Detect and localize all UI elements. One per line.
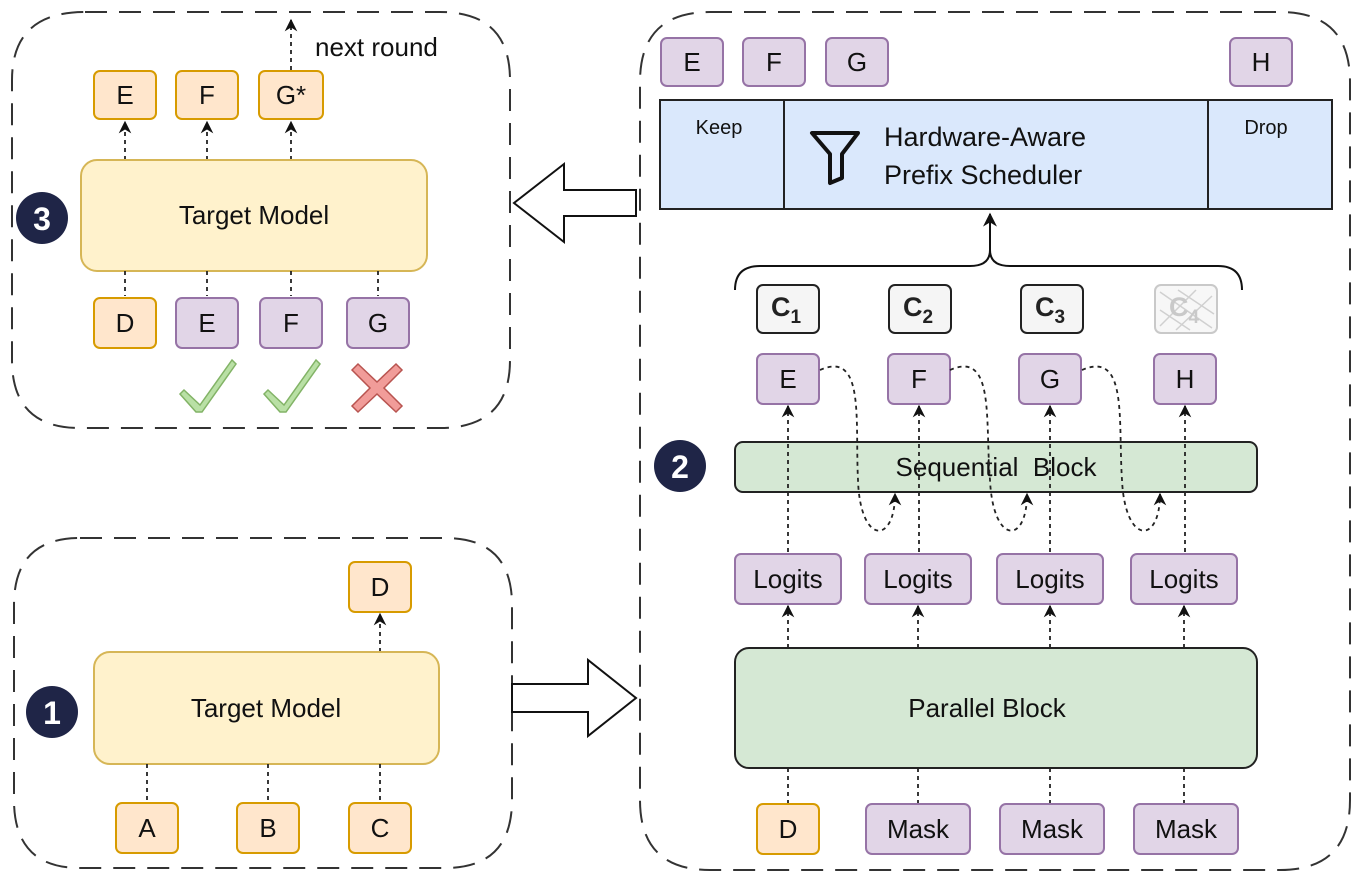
- svg-text:C2: C2: [903, 292, 933, 328]
- seq-token-e: E: [756, 353, 820, 405]
- parallel-input-mask-3: Mask: [1133, 803, 1239, 855]
- step3-badge: 3: [16, 192, 68, 244]
- check-icon: [262, 358, 321, 413]
- arrow-step2-to-step3: [512, 161, 637, 245]
- svg-text:G: G: [847, 47, 867, 77]
- candidate-c1: C1: [756, 284, 820, 334]
- svg-text:E: E: [779, 364, 796, 394]
- svg-text:E: E: [116, 80, 133, 110]
- seq-token-g: G: [1018, 353, 1082, 405]
- step2-badge: 2: [654, 440, 706, 492]
- panel-step-2: E F G H Keep Drop Hardware-Aware Prefix …: [639, 11, 1351, 871]
- svg-text:C4: C4: [1169, 292, 1200, 328]
- parallel-input-mask-1: Mask: [865, 803, 971, 855]
- panel-step-1: D Target Model A B C 1: [13, 537, 513, 869]
- parallel-block: Parallel Block: [734, 647, 1258, 769]
- svg-text:1: 1: [43, 695, 61, 731]
- svg-text:E: E: [683, 47, 700, 77]
- svg-text:F: F: [911, 364, 927, 394]
- logits-3: Logits: [996, 553, 1104, 605]
- check-icon: [178, 358, 237, 413]
- prefix-scheduler: Keep Drop Hardware-Aware Prefix Schedule…: [659, 99, 1333, 210]
- svg-text:2: 2: [671, 449, 689, 485]
- logits-4: Logits: [1130, 553, 1238, 605]
- svg-text:D: D: [371, 572, 390, 602]
- svg-text:Logits: Logits: [883, 564, 952, 594]
- svg-text:G: G: [1040, 364, 1060, 394]
- logits-2: Logits: [864, 553, 972, 605]
- svg-text:Logits: Logits: [753, 564, 822, 594]
- step3-input-f: F: [259, 297, 323, 349]
- arrow-step1-to-step2: [511, 657, 638, 739]
- sequential-block: Sequential Block: [734, 441, 1258, 493]
- svg-text:F: F: [199, 80, 215, 110]
- next-round-label: next round: [315, 32, 438, 62]
- svg-text:Logits: Logits: [1015, 564, 1084, 594]
- svg-text:G: G: [368, 308, 388, 338]
- scheduler-title-line2: Prefix Scheduler: [884, 160, 1082, 190]
- svg-text:A: A: [138, 813, 156, 843]
- dropped-token-h: H: [1229, 37, 1293, 87]
- step1-badge: 1: [26, 686, 78, 738]
- step3-output-g-star: G*: [258, 70, 324, 120]
- svg-text:D: D: [116, 308, 135, 338]
- step3-input-e: E: [175, 297, 239, 349]
- svg-text:Mask: Mask: [1155, 814, 1218, 844]
- step3-output-f: F: [175, 70, 239, 120]
- candidate-c4-dropped: C4: [1154, 284, 1218, 334]
- svg-text:Sequential Block: Sequential Block: [896, 452, 1098, 482]
- svg-text:Parallel Block: Parallel Block: [908, 693, 1067, 723]
- svg-text:H: H: [1176, 364, 1195, 394]
- svg-text:D: D: [779, 814, 798, 844]
- step3-target-model: Target Model: [80, 159, 428, 272]
- step1-input-a: A: [115, 802, 179, 854]
- funnel-icon: [810, 131, 860, 185]
- candidate-c2: C2: [888, 284, 952, 334]
- svg-text:Mask: Mask: [887, 814, 950, 844]
- svg-text:C1: C1: [771, 292, 802, 328]
- svg-text:Logits: Logits: [1149, 564, 1218, 594]
- parallel-input-mask-2: Mask: [999, 803, 1105, 855]
- step3-input-d: D: [93, 297, 157, 349]
- parallel-input-d: D: [756, 803, 820, 855]
- svg-text:F: F: [283, 308, 299, 338]
- candidate-c3: C3: [1020, 284, 1084, 334]
- kept-token-f: F: [742, 37, 806, 87]
- step1-input-c: C: [348, 802, 412, 854]
- kept-token-g: G: [825, 37, 889, 87]
- svg-text:3: 3: [33, 201, 51, 237]
- seq-token-f: F: [887, 353, 951, 405]
- step1-output-d: D: [348, 561, 412, 613]
- svg-text:B: B: [259, 813, 276, 843]
- svg-text:C3: C3: [1035, 292, 1065, 328]
- svg-text:F: F: [766, 47, 782, 77]
- step1-input-b: B: [236, 802, 300, 854]
- svg-text:Target Model: Target Model: [179, 200, 329, 230]
- drop-label: Drop: [1244, 117, 1287, 139]
- svg-text:E: E: [198, 308, 215, 338]
- step3-output-e: E: [93, 70, 157, 120]
- step3-input-g: G: [346, 297, 410, 349]
- step1-target-model: Target Model: [93, 651, 440, 765]
- cross-icon: [350, 362, 404, 414]
- svg-text:G*: G*: [276, 80, 306, 110]
- svg-text:Target Model: Target Model: [191, 693, 341, 723]
- keep-label: Keep: [696, 117, 743, 139]
- svg-text:Mask: Mask: [1021, 814, 1084, 844]
- kept-token-e: E: [660, 37, 724, 87]
- svg-text:H: H: [1252, 47, 1271, 77]
- svg-text:C: C: [371, 813, 390, 843]
- scheduler-title-line1: Hardware-Aware: [884, 122, 1086, 152]
- seq-token-h: H: [1153, 353, 1217, 405]
- panel-step-3: next round E F G* Target Model D E: [11, 11, 511, 429]
- logits-1: Logits: [734, 553, 842, 605]
